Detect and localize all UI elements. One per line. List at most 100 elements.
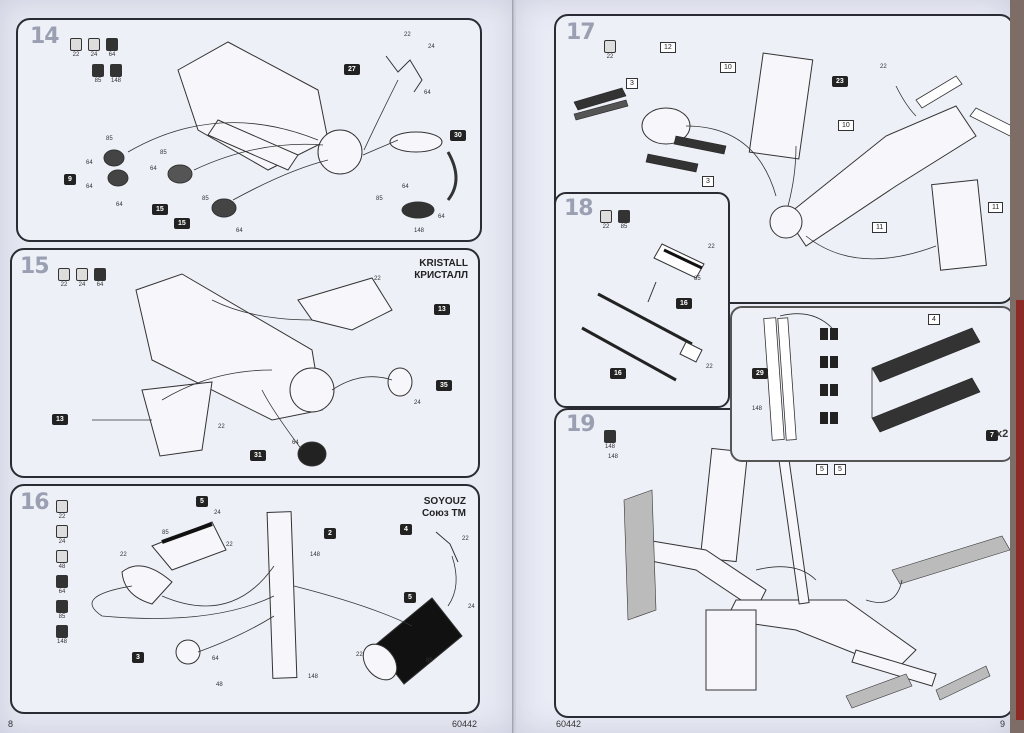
part-box: 5 [834, 464, 846, 475]
paint-pot-icon [70, 38, 82, 51]
paint-pot-icon [88, 38, 100, 51]
paint-callout: 22 [356, 652, 363, 658]
paint-pot-icon [600, 210, 612, 223]
assembly-drawing-kristall-module [92, 273, 413, 467]
assembly-drawing-mir-core [573, 52, 1017, 271]
module-name-en: SOYOUZ [423, 496, 466, 507]
part-tag: 15 [152, 204, 168, 215]
paint-callout: 148 [310, 552, 321, 558]
paint-code: 148 [56, 639, 67, 645]
paint-list: 22 [604, 40, 616, 60]
paint-callout: 64 [292, 440, 299, 446]
paint-pot: 85 [92, 64, 104, 84]
paint-pot-icon [56, 600, 68, 613]
part-box: 10 [720, 62, 736, 73]
paint-callout: 64 [150, 166, 157, 172]
paint-pot-icon [56, 550, 68, 563]
paint-callout: 85 [202, 196, 209, 202]
catalog-number: 60442 [452, 719, 478, 729]
paint-list: 22 85 [600, 210, 630, 230]
page-number: 8 [8, 719, 14, 729]
part-box: 3 [702, 176, 714, 187]
part-tag: 5 [196, 496, 208, 507]
paint-code: 148 [604, 444, 615, 450]
paint-pot-icon [604, 40, 616, 53]
part-tag: 23 [832, 76, 848, 87]
paint-callout: 22 [374, 276, 381, 282]
cover-edge [1016, 300, 1024, 720]
paint-pot: 85 [618, 210, 630, 230]
paint-callout: 85 [160, 150, 167, 156]
paint-callout: 85 [106, 136, 113, 142]
paint-callout: 24 [214, 510, 221, 516]
paint-callout: 24 [468, 604, 475, 610]
part-box: 3 [626, 78, 638, 89]
paint-pot: 85 [56, 600, 68, 620]
paint-pot: 24 [56, 525, 68, 545]
paint-pot: 22 [56, 500, 68, 520]
step-number: 18 [564, 196, 594, 221]
paint-pot: 64 [94, 268, 106, 288]
solar-panel-detail-drawing [763, 313, 981, 441]
paint-callout: 148 [608, 454, 619, 460]
paint-pot-icon [110, 64, 122, 77]
paint-code: 22 [72, 52, 80, 58]
paint-pot: 22 [70, 38, 82, 58]
step-number: 19 [566, 412, 596, 437]
paint-code: 24 [58, 539, 66, 545]
paint-pot: 148 [110, 64, 122, 84]
paint-callout: 85 [376, 196, 383, 202]
part-tag: 30 [450, 130, 466, 141]
part-tag: 27 [344, 64, 360, 75]
paint-pot: 24 [88, 38, 100, 58]
part-tag: 15 [174, 218, 190, 229]
paint-callout: 85 [426, 658, 433, 664]
paint-pot: 22 [58, 268, 70, 288]
paint-pot-icon [604, 430, 616, 443]
paint-pot-icon [58, 268, 70, 281]
paint-code: 64 [108, 52, 116, 58]
paint-pot: 24 [76, 268, 88, 288]
paint-list: 22 24 48 64 85 148 [56, 500, 68, 645]
paint-pot: 22 [600, 210, 612, 230]
paint-code: 22 [602, 224, 610, 230]
paint-callout: 64 [212, 656, 219, 662]
paint-callout: 48 [216, 682, 223, 688]
paint-callout: 148 [414, 228, 425, 234]
part-tag: 4 [400, 524, 412, 535]
module-name-ru: КРИСТАЛЛ [414, 270, 468, 281]
part-tag: 13 [434, 304, 450, 315]
paint-callout: 22 [706, 364, 713, 370]
paint-callout: 85 [694, 276, 701, 282]
step-19-detail-panel: 29 7 x2 4 5 5 148 [730, 306, 1014, 475]
catalog-number: 60442 [556, 719, 582, 729]
book-spine [512, 0, 518, 733]
paint-code: 22 [606, 54, 614, 60]
paint-pot: 64 [106, 38, 118, 58]
paint-pot: 148 [56, 625, 68, 645]
part-tag: 13 [52, 414, 68, 425]
paint-callout: 148 [752, 406, 763, 412]
paint-callout: 22 [708, 244, 715, 250]
paint-pot: 64 [56, 575, 68, 595]
paint-code: 85 [620, 224, 628, 230]
step-15-panel: 15 KRISTALL КРИСТАЛЛ 22 24 64 [10, 248, 480, 478]
part-tag: 16 [610, 368, 626, 379]
module-name-ru: Союз ТМ [421, 508, 466, 519]
paint-callout: 64 [424, 90, 431, 96]
paint-pot-icon [56, 575, 68, 588]
paint-code: 48 [58, 564, 66, 570]
paint-pot: 148 [604, 430, 616, 450]
paint-code: 22 [58, 514, 66, 520]
module-name-en: KRISTALL [419, 258, 468, 269]
assembly-drawing-kvant-module [103, 41, 458, 219]
part-box: 10 [838, 120, 854, 131]
paint-callout: 22 [404, 32, 411, 38]
paint-callout: 24 [414, 400, 421, 406]
step-number: 17 [566, 20, 596, 45]
paint-callout: 22 [218, 424, 225, 430]
part-box: 4 [928, 314, 940, 325]
paint-callout: 64 [438, 214, 445, 220]
paint-callout: 64 [236, 228, 243, 234]
part-tag: 31 [250, 450, 266, 461]
